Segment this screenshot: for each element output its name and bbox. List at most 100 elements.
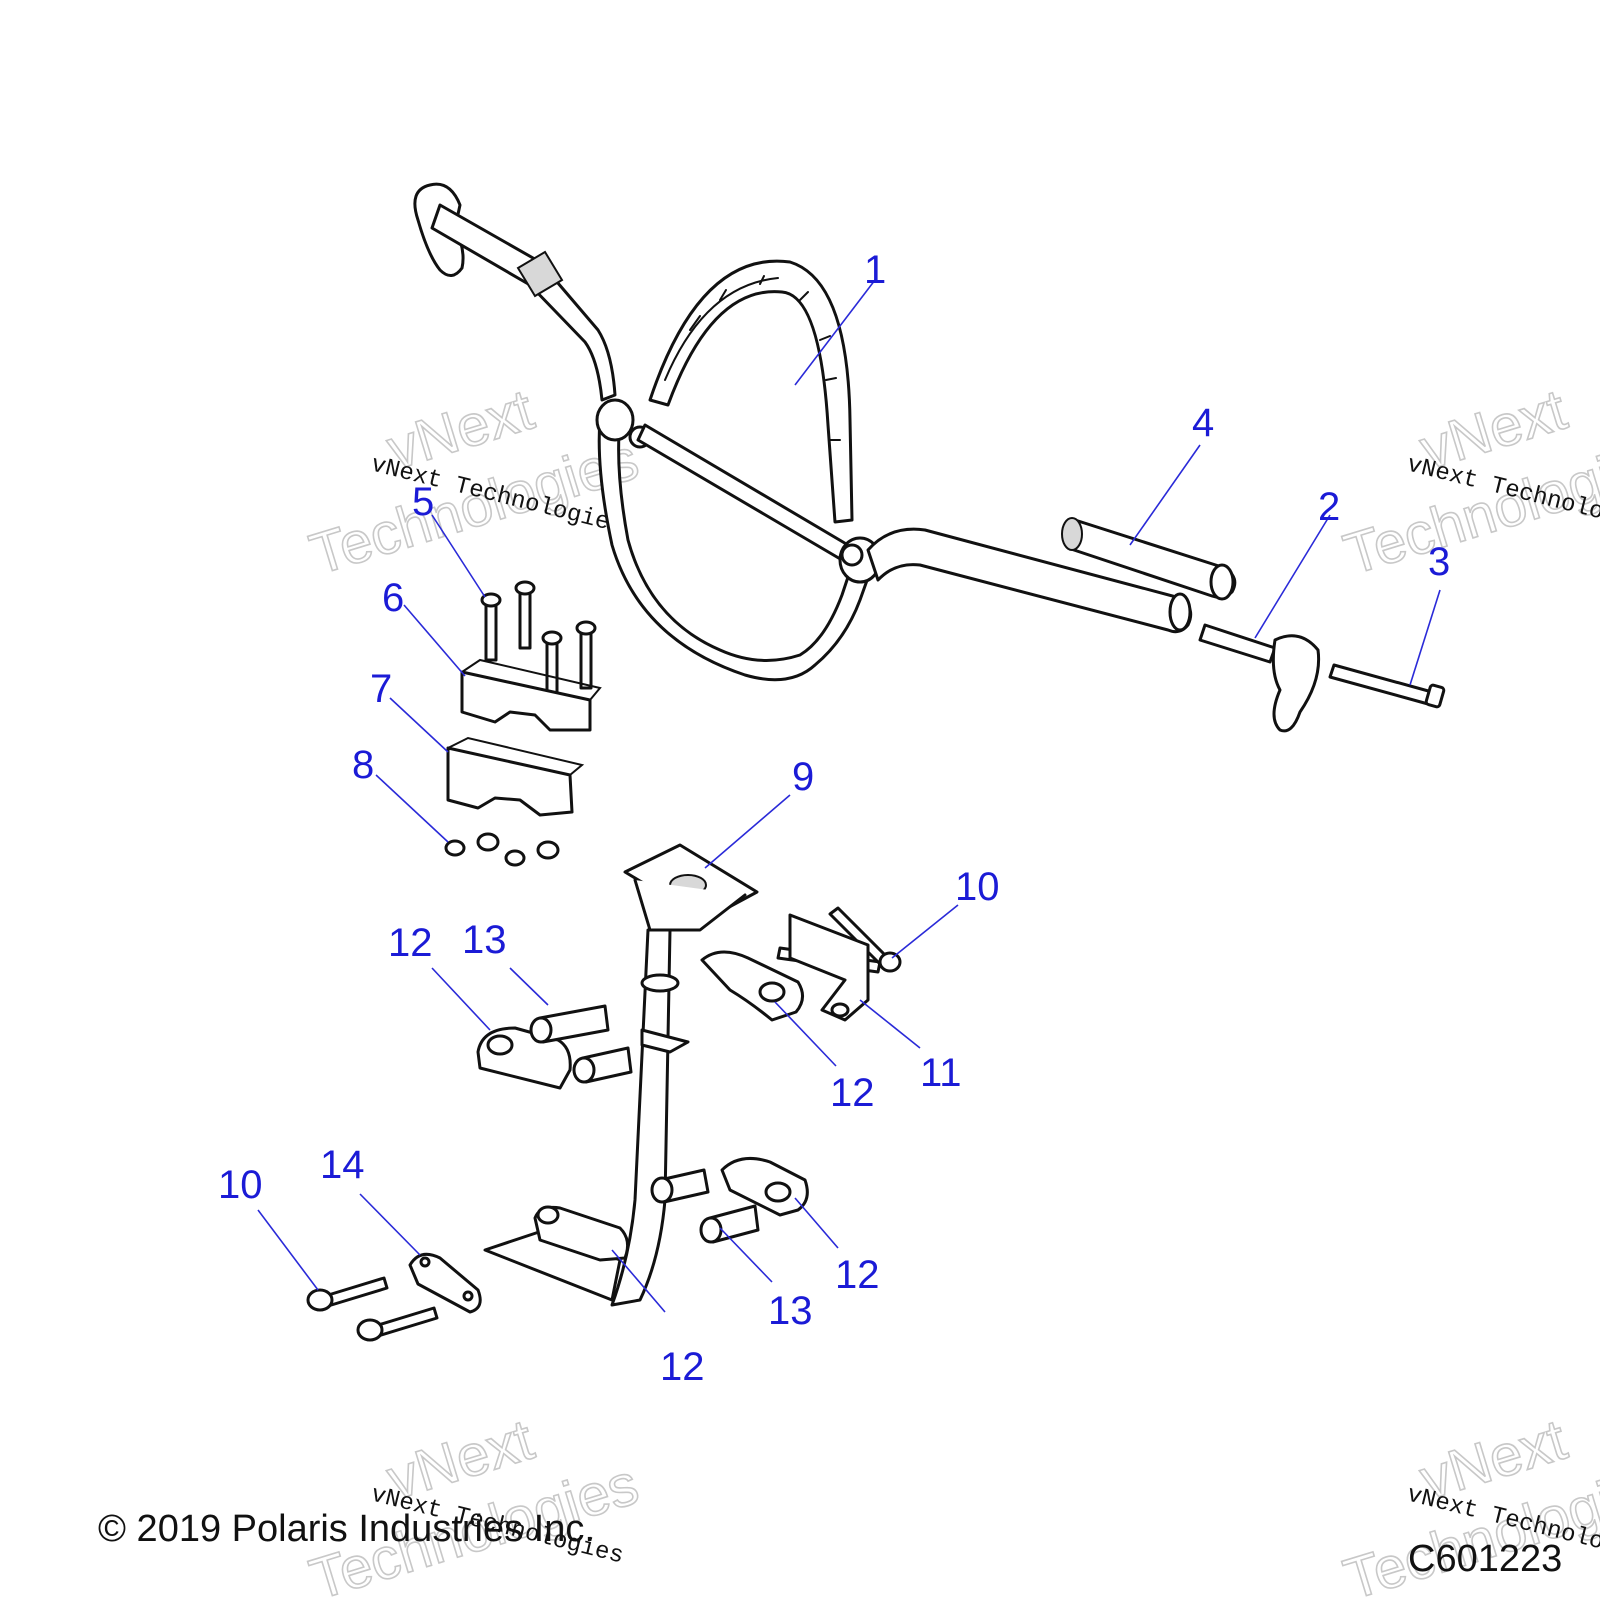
leader-5 [431, 514, 486, 598]
leader-13-upper [509, 967, 549, 1006]
grip-sleeve-end [1061, 517, 1083, 551]
leader-14 [359, 1193, 421, 1256]
upper-clamp-part [460, 658, 602, 732]
pivot-block-lower-right-part [720, 1156, 809, 1217]
callout-8: 8 [352, 743, 374, 787]
lower-bolts-part [306, 1276, 439, 1342]
leader-1 [794, 279, 876, 386]
callout-5: 5 [412, 480, 434, 524]
leader-12-lower-right [794, 1197, 839, 1249]
grip-sleeve-part [1061, 517, 1237, 601]
support-bracket-part [788, 913, 870, 1022]
pivot-block-lr-bore [764, 1181, 792, 1203]
callout-13-lower: 13 [768, 1289, 813, 1333]
leader-2 [1254, 514, 1331, 639]
steering-post-bracket [633, 878, 747, 932]
handlebar-right-pivot [840, 543, 864, 567]
upper-clamp-top-edge [461, 658, 602, 701]
pivot-block-ur-body [700, 950, 804, 1022]
clamp-bolt-1 [484, 598, 498, 662]
callout-10-lower: 10 [218, 1163, 263, 1207]
bushings-lower-part [650, 1168, 760, 1244]
callout-labels: 1 2 3 4 5 6 7 8 9 10 11 12 13 12 10 14 1… [218, 248, 1450, 1389]
handlebar-right-end [1168, 592, 1192, 632]
watermark-top-left: vNext Technologies vNext Technologies [302, 376, 646, 588]
upper-clamp-body [460, 670, 592, 732]
handlebar-cross-brace [636, 423, 850, 562]
leader-3 [1409, 589, 1441, 686]
callout-13-upper: 13 [462, 918, 507, 962]
clamp-nut-4 [536, 840, 560, 860]
clamp-nut-2 [476, 832, 500, 852]
lower-clamp-part [446, 736, 585, 817]
lower-bolt-2-head [356, 1318, 384, 1342]
callout-12-upper-left: 12 [388, 921, 433, 965]
link-plate-body [408, 1252, 482, 1314]
callout-4: 4 [1192, 401, 1214, 445]
bar-end-cap [1271, 634, 1321, 733]
lower-clamp-top-edge [447, 736, 585, 776]
clamp-bolt-3 [545, 636, 559, 700]
leader-8 [375, 774, 449, 843]
clamp-bolts-part [480, 580, 597, 700]
steering-post-shaft [610, 928, 672, 1307]
bushing-lower-2-end [699, 1216, 723, 1244]
steering-post-part [483, 843, 759, 1307]
pivot-block-lower-left-part [533, 1205, 630, 1262]
callout-14: 14 [320, 1143, 365, 1187]
clamp-bolt-4 [579, 626, 593, 690]
lower-bolt-1-shank [323, 1276, 389, 1308]
copyright-notice: © 2019 Polaris Industries Inc. [98, 1508, 595, 1550]
leader-4 [1129, 444, 1201, 546]
leader-13-lower [719, 1227, 773, 1283]
bushing-lower-1-end [650, 1176, 674, 1204]
bushing-upper-2-end [572, 1056, 596, 1084]
callout-12-lower-right: 12 [835, 1253, 880, 1297]
leader-12-upper-left [431, 967, 491, 1031]
leader-lines [257, 279, 1441, 1313]
pivot-block-ul-bore [486, 1034, 514, 1056]
callout-1: 1 [864, 248, 886, 292]
callout-11: 11 [920, 1051, 962, 1095]
pivot-block-lr-body [720, 1156, 809, 1217]
leader-6 [403, 604, 466, 677]
callout-10-upper: 10 [955, 865, 1000, 909]
grip-sleeve-opening [1209, 563, 1235, 601]
pivot-block-upper-right-part [700, 950, 804, 1022]
clamp-nut-3 [504, 849, 526, 867]
handlebar-grip-knurl [516, 250, 564, 298]
callout-3: 3 [1428, 540, 1450, 584]
callout-7: 7 [370, 667, 392, 711]
link-plate-hole-2 [462, 1290, 474, 1302]
clamp-bolt-2 [518, 586, 532, 650]
bar-end-insert [1198, 623, 1277, 664]
upper-bolt-head [878, 951, 902, 973]
bar-end-bolt-head [1424, 683, 1446, 709]
lower-bolt-2-shank [373, 1306, 439, 1338]
handlebar-part [413, 182, 1193, 682]
lower-bolt-1-head [306, 1288, 334, 1312]
clamp-bolt-1-head [480, 592, 502, 608]
clamp-bolt-2-head [514, 580, 536, 596]
bushings-upper-part [529, 1004, 633, 1084]
leader-12-upper-right [774, 1001, 837, 1067]
bar-end-part [1198, 623, 1321, 733]
bar-end-bolt-part [1328, 663, 1446, 709]
clamp-bolt-3-head [541, 630, 563, 646]
callout-12-upper-right: 12 [830, 1071, 875, 1115]
leader-12-lower-left [611, 1249, 666, 1313]
callout-2: 2 [1318, 485, 1340, 529]
lower-clamp-body [446, 746, 574, 817]
clamp-nuts-part [444, 832, 560, 867]
link-plate-part [408, 1252, 482, 1314]
handlebar-pad [648, 259, 854, 524]
steering-post-collar [640, 973, 680, 993]
pivot-block-ll-bore [536, 1205, 560, 1225]
watermark-bottom-left: vNext Technologies vNext Technologies [302, 1406, 646, 1600]
callout-12-lower-left: 12 [660, 1345, 705, 1389]
support-bracket-hole [830, 1002, 850, 1018]
handlebar-left-collar [595, 398, 635, 442]
callout-6: 6 [382, 576, 404, 620]
leader-9 [704, 794, 791, 869]
